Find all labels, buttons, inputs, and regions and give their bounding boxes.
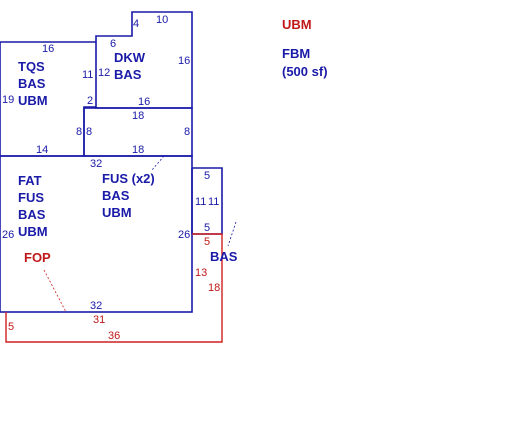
dim-dkw-left: 12	[98, 67, 110, 79]
dim-dkw-notch: 4	[133, 18, 139, 30]
dim-side-bottom: 5	[204, 222, 210, 234]
legend-fbm: FBM	[282, 46, 310, 61]
dim-dkw-right: 16	[178, 55, 190, 67]
dim-tqs-top: 16	[42, 43, 54, 55]
dim-side-top: 5	[204, 170, 210, 182]
dim-fop-31: 31	[93, 314, 105, 326]
dim-mid-left: 8	[86, 126, 92, 138]
dim-side-right: 11	[208, 196, 219, 208]
dim-dkw-6: 6	[110, 38, 116, 50]
dim-tqs-8: 8	[76, 126, 82, 138]
dim-main-top: 32	[90, 158, 102, 170]
fop-label: FOP	[24, 250, 51, 265]
fus-label-line-1: FUS (x2)	[102, 171, 155, 186]
dim-main-left: 26	[2, 229, 14, 241]
dim-fop-bottom: 36	[108, 330, 120, 342]
main-label-line-4: UBM	[18, 224, 48, 239]
dim-fop-left: 5	[8, 321, 14, 333]
main-label-line-3: BAS	[18, 207, 46, 222]
fop-leader-line	[43, 269, 67, 313]
dim-mid-bottom: 18	[132, 144, 144, 156]
dim-tqs-right: 11	[82, 69, 93, 81]
dim-mid-top: 18	[132, 110, 144, 122]
dim-dkw-bottom: 16	[138, 96, 150, 108]
dkw-label-line-2: BAS	[114, 67, 142, 82]
tqs-label-line-2: BAS	[18, 76, 46, 91]
dim-tqs-2: 2	[87, 95, 93, 107]
dim-tqs-left: 19	[2, 94, 14, 106]
tqs-room-outline	[0, 41, 96, 157]
dim-dkw-top: 10	[156, 14, 168, 26]
fop-outline	[5, 233, 223, 343]
bas-side-label: BAS	[210, 249, 238, 264]
main-label-line-1: FAT	[18, 173, 42, 188]
legend-ubm: UBM	[282, 17, 312, 32]
dim-main-bottom: 32	[90, 300, 102, 312]
fus-label-line-2: BAS	[102, 188, 130, 203]
main-label-line-2: FUS	[18, 190, 44, 205]
dim-fop-13: 13	[195, 267, 207, 279]
tqs-label-line-3: UBM	[18, 93, 48, 108]
bas-leader-line	[227, 221, 237, 247]
dim-side-left: 11	[195, 196, 206, 208]
tqs-label-line-1: TQS	[18, 59, 45, 74]
dim-mid-right: 8	[184, 126, 190, 138]
dim-main-right: 26	[178, 229, 190, 241]
legend-fbm-area: (500 sf)	[282, 64, 328, 79]
dkw-label-line-1: DKW	[114, 50, 146, 65]
fus-leader-line	[151, 155, 165, 171]
dim-fop-18: 18	[208, 282, 220, 294]
fus-label-line-3: UBM	[102, 205, 132, 220]
dim-tqs-bottom: 14	[36, 144, 48, 156]
porch-outline	[5, 233, 223, 343]
dim-fop-top: 5	[204, 236, 210, 248]
